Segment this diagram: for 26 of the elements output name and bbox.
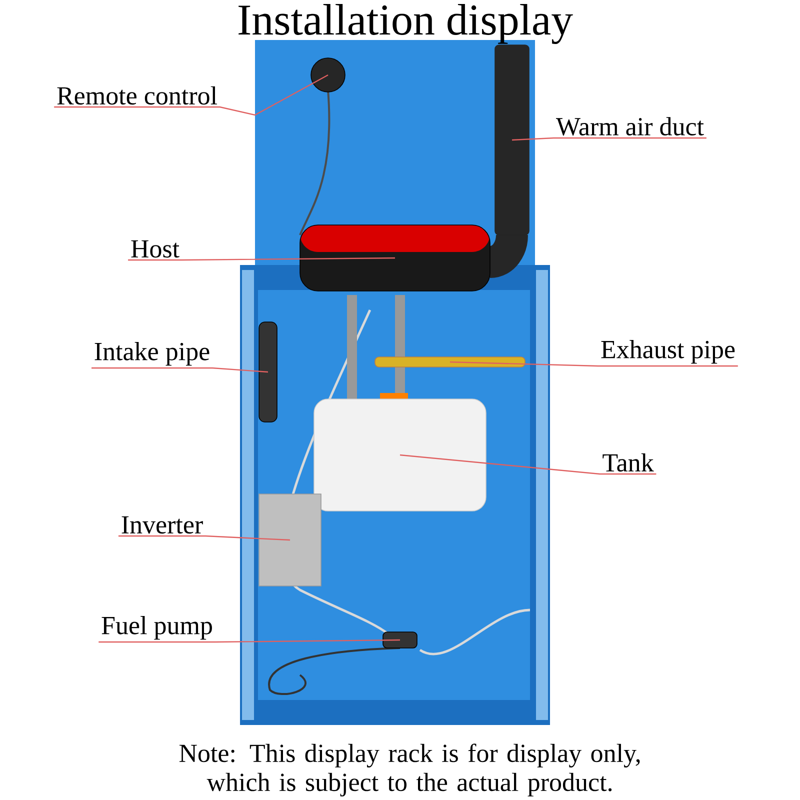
leader-line: [128, 257, 396, 261]
leader-line: [512, 137, 706, 141]
part-label: Intake pipe: [94, 342, 210, 366]
leader-line: [92, 367, 268, 373]
leader-line: [118, 535, 290, 541]
inverter-drawing: [258, 494, 322, 586]
leader-line: [98, 639, 400, 643]
part-label: Tank: [602, 453, 654, 472]
exhaust-pipe-drawing: [374, 356, 526, 368]
duct-drawing: [494, 44, 530, 236]
fuel-pump-drawing: [382, 632, 418, 648]
heater-drawing: [300, 224, 490, 292]
intake-pipe-drawing: [258, 322, 278, 422]
leader-line: [54, 74, 328, 116]
tank-drawing: [314, 398, 486, 512]
part-label: Inverter: [122, 516, 203, 534]
leader-line: [450, 361, 738, 367]
title: Installation display: [238, 4, 573, 44]
part-label: Exhaust pipe: [601, 340, 735, 364]
part-label: Remote control: [57, 86, 218, 105]
note-text: Note: This display rack is for display only, which is subject to the actual product.: [179, 744, 640, 796]
part-label: Host: [131, 240, 180, 258]
remote-drawing: [310, 58, 346, 92]
leader-line: [400, 454, 656, 475]
part-label: Warm air duct: [556, 117, 704, 136]
part-label: Fuel pump: [102, 616, 212, 640]
